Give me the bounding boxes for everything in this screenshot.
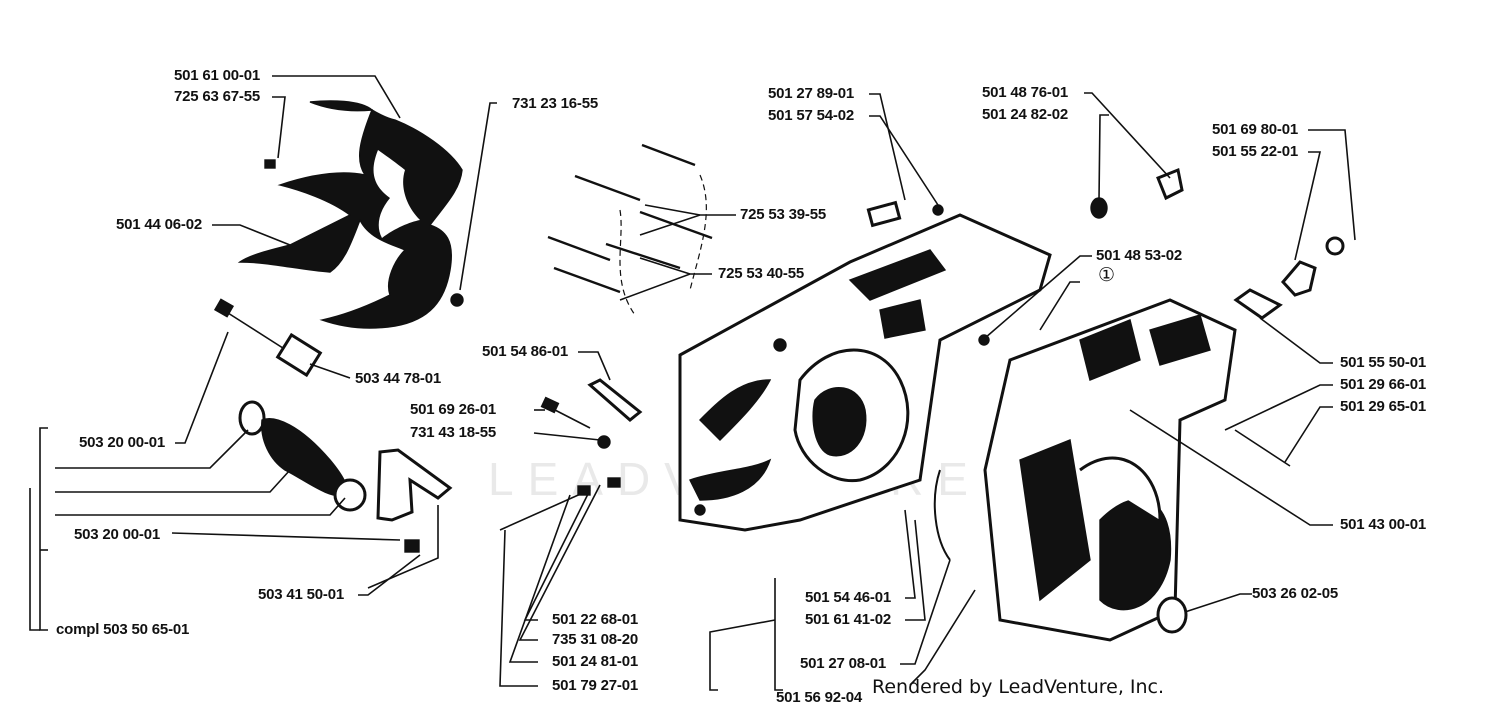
chain-guard-part xyxy=(237,100,464,329)
leader-lines xyxy=(29,75,1356,691)
part-label-compl-503-50-65-01: compl 503 50 65-01 xyxy=(56,621,190,638)
part-label-725-53-40-55: 725 53 40-55 xyxy=(718,265,805,282)
part-label-501-54-46-01: 501 54 46-01 xyxy=(805,589,892,606)
part-label-503-20-00-01-lower: 503 20 00-01 xyxy=(74,526,161,543)
right-crankcase-part xyxy=(933,298,1237,642)
part-label-735-31-08-20: 735 31 08-20 xyxy=(552,631,639,648)
part-label-501-57-54-02: 501 57 54-02 xyxy=(768,107,855,124)
circled-number-1: ① xyxy=(1098,265,1115,286)
bolt-and-sleeve-part xyxy=(213,298,323,378)
part-label-501-69-26-01: 501 69 26-01 xyxy=(410,401,497,418)
part-label-501-22-68-01: 501 22 68-01 xyxy=(552,611,639,628)
part-label-501-48-53-02: 501 48 53-02 xyxy=(1096,247,1183,264)
part-label-501-54-86-01: 501 54 86-01 xyxy=(482,343,569,360)
chain-guard-screw xyxy=(264,159,276,169)
part-label-501-24-81-01: 501 24 81-01 xyxy=(552,653,639,670)
part-label-501-61-41-02: 501 61 41-02 xyxy=(805,611,892,628)
part-label-503-41-50-01: 503 41 50-01 xyxy=(258,586,345,603)
chain-guard-nut xyxy=(450,293,464,307)
part-label-731-23-16-55: 731 23 16-55 xyxy=(512,95,599,112)
part-label-503-20-00-01-upper: 503 20 00-01 xyxy=(79,434,166,451)
anti-vibration-spring-part xyxy=(238,400,453,553)
part-label-501-55-22-01: 501 55 22-01 xyxy=(1212,143,1299,160)
part-label-501-29-65-01: 501 29 65-01 xyxy=(1340,398,1427,415)
part-label-731-43-18-55: 731 43 18-55 xyxy=(410,424,497,441)
small-parts-middle xyxy=(499,378,643,531)
part-label-501-44-06-02: 501 44 06-02 xyxy=(116,216,203,233)
part-label-501-55-50-01: 501 55 50-01 xyxy=(1340,354,1427,371)
part-label-501-29-66-01: 501 29 66-01 xyxy=(1340,376,1427,393)
small-parts-right xyxy=(866,167,1345,634)
part-label-501-24-82-02: 501 24 82-02 xyxy=(982,106,1069,123)
part-label-503-44-78-01: 503 44 78-01 xyxy=(355,370,442,387)
part-label-501-79-27-01: 501 79 27-01 xyxy=(552,677,639,694)
part-label-501-27-08-01: 501 27 08-01 xyxy=(800,655,887,672)
part-label-503-26-02-05: 503 26 02-05 xyxy=(1252,585,1339,602)
part-label-501-61-00-01: 501 61 00-01 xyxy=(174,67,261,84)
part-label-501-48-76-01: 501 48 76-01 xyxy=(982,84,1069,101)
part-label-501-27-89-01: 501 27 89-01 xyxy=(768,85,855,102)
left-crankcase-part xyxy=(678,213,1052,532)
bolt-set-part xyxy=(547,143,713,316)
render-credit: Rendered by LeadVenture, Inc. xyxy=(872,676,1165,698)
part-label-501-69-80-01: 501 69 80-01 xyxy=(1212,121,1299,138)
part-label-725-53-39-55: 725 53 39-55 xyxy=(740,206,827,223)
part-label-501-56-92-04: 501 56 92-04 xyxy=(776,689,863,706)
part-label-501-43-00-01: 501 43 00-01 xyxy=(1340,516,1427,533)
part-label-725-63-67-55: 725 63 67-55 xyxy=(174,88,261,105)
